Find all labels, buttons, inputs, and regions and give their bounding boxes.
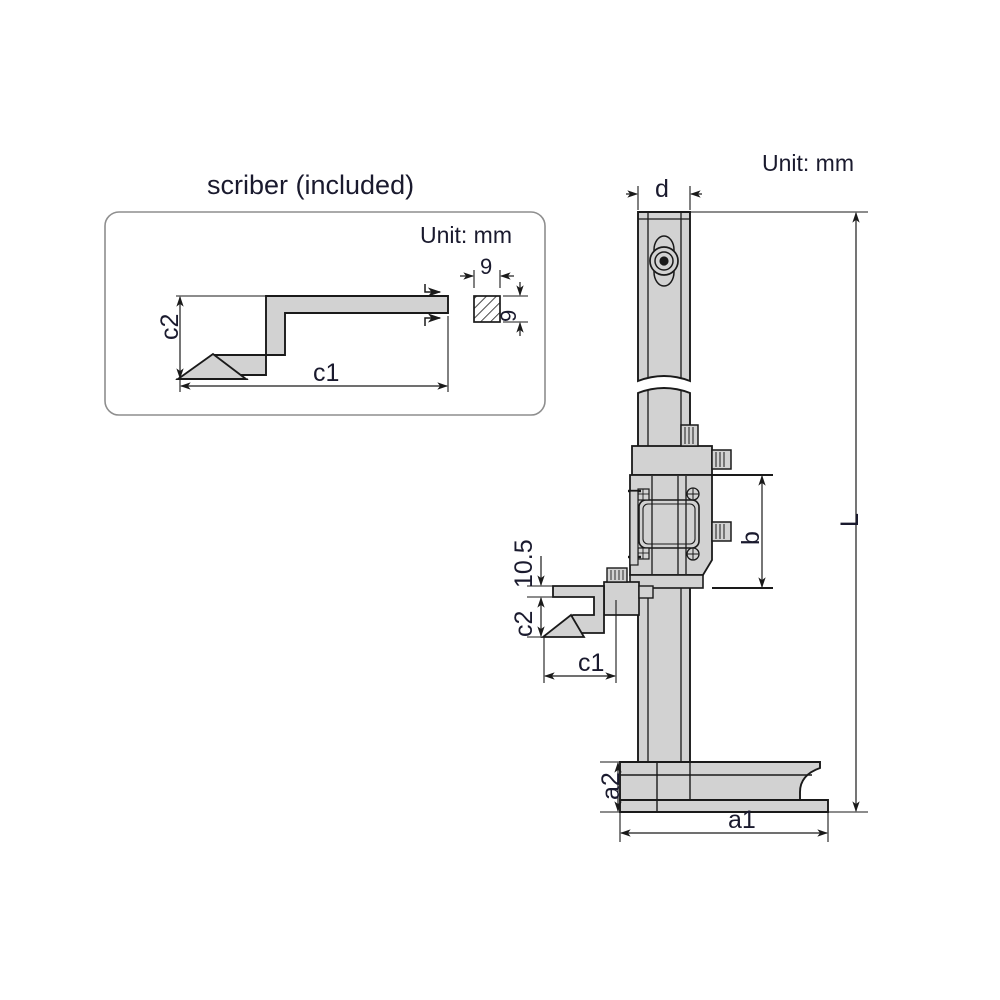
scriber-blade [547,585,605,634]
gauge-offset-10-5-label: 10.5 [510,539,538,588]
dimension-d [626,186,702,210]
gauge-a1-label: a1 [728,806,756,834]
body-screw-right-bottom [686,547,700,561]
dimension-c2-gauge [527,596,553,638]
scriber-section-width-label: 9 [480,254,493,279]
fine-adjust-knob-top [680,424,699,447]
gauge-c1-label: c1 [578,649,605,677]
section-cut-marks [424,284,442,326]
gauge-a2-label: a2 [597,772,625,800]
scriber-c2-label: c2 [156,313,184,340]
scriber-holder-assembly [540,567,654,638]
scriber-section-height-label: 9 [496,309,521,322]
gauge-unit-note: Unit: mm [762,150,854,176]
scriber-c1-dimension [179,316,449,392]
gauge-b-label: b [737,531,765,545]
scriber-cross-section [460,270,528,336]
gauge-d-label: d [655,175,669,203]
vernier-scale-window [638,499,700,549]
scriber-panel-border [104,211,546,416]
scriber-clamp-block [603,581,640,616]
dimension-10-5 [527,556,604,587]
scriber-panel-title: scriber (included) [207,170,415,200]
scriber-detail-panel [104,211,546,416]
gauge-L-label: L [836,513,864,527]
dimension-b [712,474,773,589]
scriber-panel-unit-note: Unit: mm [420,222,512,248]
gauge-base [619,761,829,813]
scriber-profile-shape [175,295,449,380]
dimension-c1-gauge [543,600,617,683]
clamp-block-upper [631,445,713,476]
lock-screw-lower [711,521,732,542]
scriber-clamp-knob [606,567,628,583]
dimension-L [690,211,868,813]
beam-top-knob [649,235,679,287]
dimension-a1 [619,812,829,842]
slider-carriage-assembly [628,424,732,589]
dimension-a2 [600,761,625,813]
scriber-c1-label: c1 [313,359,340,387]
lock-screw-upper [711,449,732,470]
gauge-c2-label: c2 [510,610,538,637]
scriber-c2-dimension [176,295,266,380]
body-screw-right-top [686,487,700,501]
